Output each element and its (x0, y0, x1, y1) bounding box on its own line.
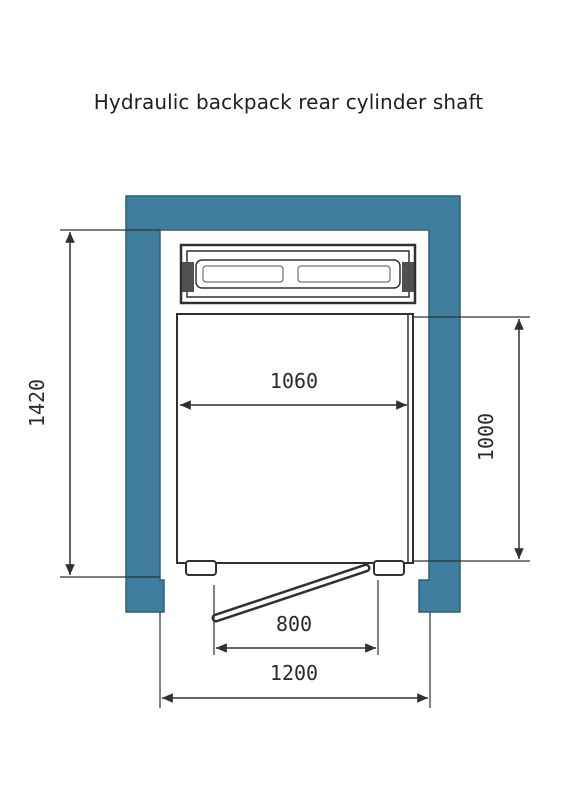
dim-car-width-label: 1060 (270, 369, 318, 393)
hydraulic-cylinder-unit (179, 243, 417, 305)
shaft-wall (125, 195, 461, 613)
elevator-car (176, 313, 414, 576)
dim-door-width (213, 580, 379, 655)
dim-shaft-width-label: 1200 (270, 661, 318, 685)
door-hinge-left (185, 560, 217, 576)
dim-shaft-depth-label: 1420 (25, 379, 49, 427)
swing-door (211, 563, 371, 623)
dim-shaft-width (159, 612, 431, 708)
door-hinge-right (373, 560, 405, 576)
dim-car-depth-label: 1000 (474, 413, 498, 461)
dim-car-depth (413, 316, 530, 562)
diagram-title: Hydraulic backpack rear cylinder shaft (93, 90, 484, 114)
dim-door-width-label: 800 (276, 612, 312, 636)
dim-shaft-depth (60, 229, 160, 578)
